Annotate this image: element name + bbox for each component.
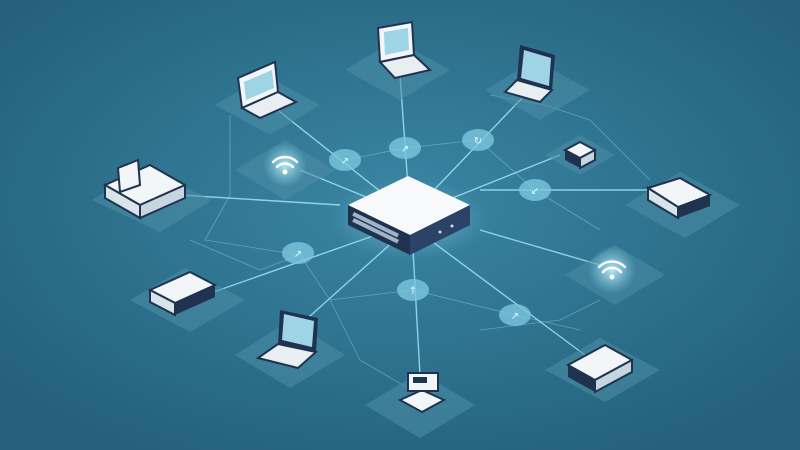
router-right[interactable] xyxy=(645,176,713,220)
wifi-left[interactable] xyxy=(263,143,307,187)
relay-node[interactable]: ↗ xyxy=(329,149,361,171)
svg-text:↗: ↗ xyxy=(401,144,409,155)
server-stack-bottom[interactable] xyxy=(397,372,447,414)
relay-node[interactable]: ↗ xyxy=(389,137,421,159)
svg-text:↗: ↗ xyxy=(294,249,302,260)
relay-node[interactable]: ↗ xyxy=(499,304,531,326)
storage-box[interactable] xyxy=(562,140,598,170)
router-bottom-right[interactable] xyxy=(565,343,635,394)
laptop-top[interactable] xyxy=(376,20,433,80)
svg-text:↻: ↻ xyxy=(474,136,482,147)
relay-node[interactable]: ↗ xyxy=(282,242,314,264)
svg-text:↗: ↗ xyxy=(341,156,349,167)
laptop-bottom-left[interactable] xyxy=(255,310,319,370)
laptop-top-left[interactable] xyxy=(236,60,299,120)
laptop-top-right[interactable] xyxy=(503,45,555,104)
switch-ports xyxy=(352,212,399,244)
relay-nodes: ↗ ↗ ↻ ↙ ↗ ↑ ↗ xyxy=(282,129,551,326)
server-left[interactable] xyxy=(147,270,218,317)
relay-node[interactable]: ↻ xyxy=(462,129,494,151)
relay-node[interactable]: ↙ xyxy=(519,179,551,201)
svg-text:↗: ↗ xyxy=(511,311,519,322)
relay-node[interactable]: ↑ xyxy=(397,279,429,301)
wifi-right[interactable] xyxy=(588,246,636,294)
svg-text:↑: ↑ xyxy=(409,286,417,297)
svg-text:↙: ↙ xyxy=(531,186,539,197)
printer-left[interactable] xyxy=(102,158,188,220)
network-switch-hub[interactable] xyxy=(330,176,490,260)
